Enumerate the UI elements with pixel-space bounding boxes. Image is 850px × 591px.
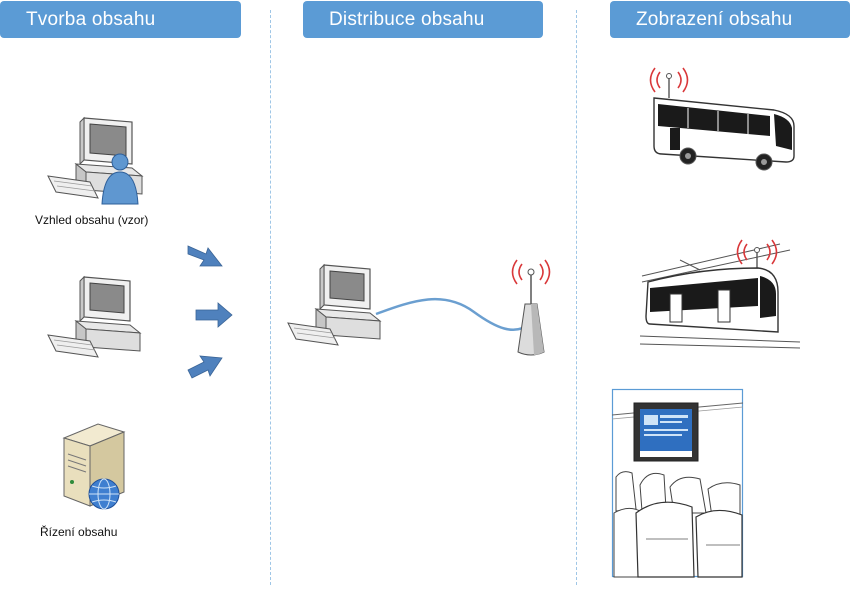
bus-icon xyxy=(649,67,795,171)
arrow-up-right-icon xyxy=(187,245,223,267)
column-divider-2 xyxy=(576,10,577,585)
header-content-creation: Tvorba obsahu xyxy=(0,1,241,38)
network-cable-icon xyxy=(375,297,531,332)
header-content-distribution: Distribuce obsahu xyxy=(303,1,543,38)
arrow-right-icon xyxy=(195,302,233,328)
design-label: Vzhled obsahu (vzor) xyxy=(35,213,149,227)
header-content-display: Zobrazení obsahu xyxy=(610,1,850,38)
workstation-user-icon xyxy=(47,116,144,205)
distribution-computer-icon xyxy=(287,263,382,346)
vehicle-interior-display-icon xyxy=(611,388,744,578)
tram-icon xyxy=(639,239,801,349)
server-globe-icon xyxy=(62,423,126,510)
workstation-icon xyxy=(47,275,142,358)
transmitter-antenna-icon xyxy=(511,259,551,356)
column-divider-1 xyxy=(270,10,271,585)
management-label: Řízení obsahu xyxy=(40,525,118,539)
arrow-down-right-icon xyxy=(187,355,223,379)
